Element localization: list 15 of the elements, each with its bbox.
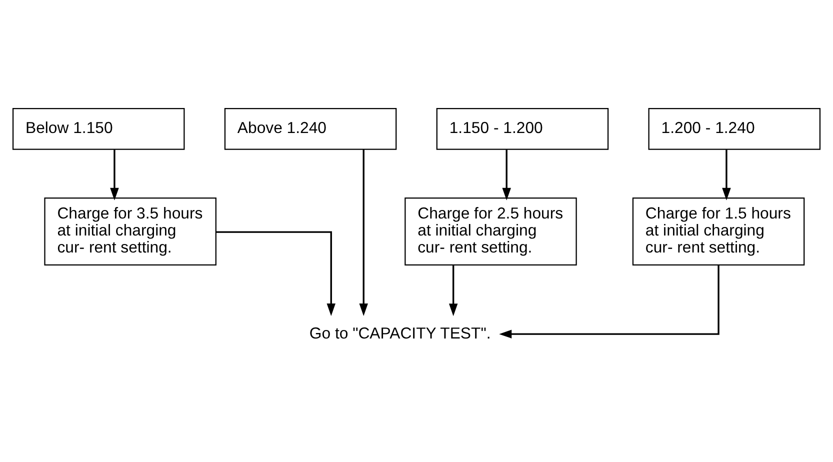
node-box: Above 1.240 [224,107,397,150]
node-box: Charge for 3.5 hours at initial charging cur- rent setting. [44,197,216,265]
arrow [722,149,731,200]
arrow [502,149,511,200]
arrow [499,264,720,338]
arrow [216,230,336,316]
node-text: Go to "CAPACITY TEST". [309,324,491,342]
node-box: 1.200 - 1.240 [648,107,821,150]
node-box: Below 1.150 [12,107,185,150]
arrow [110,149,119,200]
arrow [448,264,458,316]
node-box: 1.150 - 1.200 [436,107,609,150]
arrow [359,148,368,316]
node-box: Charge for 1.5 hours at initial charging cur- rent setting. [632,197,805,265]
node-box: Charge for 2.5 hours at initial charging cur- rent setting. [404,197,577,265]
